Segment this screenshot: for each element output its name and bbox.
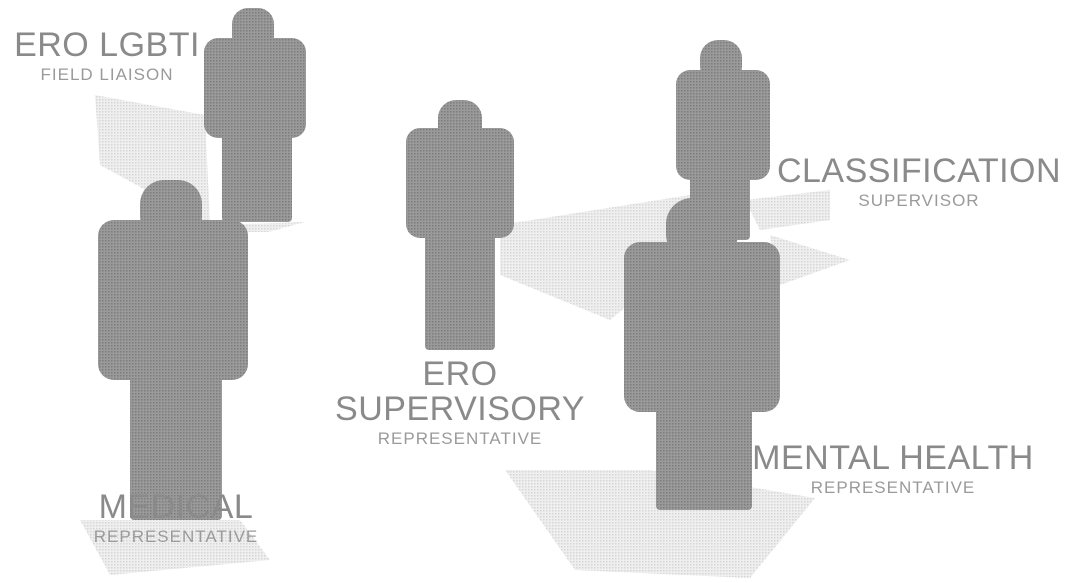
role-ero-lgbti: ERO LGBTI [14, 26, 200, 64]
role-classification: CLASSIFICATION [776, 152, 1062, 190]
label-ero-lgbti: ERO LGBTI FIELD LIAISON [12, 28, 202, 83]
figure-ero-lgbti [204, 8, 306, 222]
subtitle-field-liaison: FIELD LIAISON [40, 65, 174, 84]
label-medical: MEDICAL REPRESENTATIVE [66, 490, 286, 545]
label-mental-health: MENTAL HEALTH REPRESENTATIVE [748, 441, 1038, 496]
role-ero: ERO [422, 355, 498, 393]
shadow-classification [745, 190, 830, 230]
subtitle-mental-health-representative: REPRESENTATIVE [810, 478, 976, 497]
label-ero-supervisory: ERO SUPERVISORY REPRESENTATIVE [330, 357, 590, 447]
subtitle-ero-representative: REPRESENTATIVE [377, 429, 543, 448]
shadow-ero-supervisory [500, 195, 700, 320]
role-supervisory: SUPERVISORY [335, 390, 585, 428]
role-medical: MEDICAL [98, 488, 254, 526]
figure-mental-health [624, 198, 780, 510]
subtitle-supervisor: SUPERVISOR [858, 191, 980, 210]
shadow-medical-floor [80, 520, 270, 575]
role-mental-health: MENTAL HEALTH [752, 439, 1034, 477]
subtitle-medical-representative: REPRESENTATIVE [93, 527, 259, 546]
shadow-mental-health-right [770, 235, 850, 285]
label-classification: CLASSIFICATION SUPERVISOR [774, 154, 1064, 209]
figure-ero-supervisory [406, 100, 514, 350]
figure-medical [98, 180, 248, 520]
